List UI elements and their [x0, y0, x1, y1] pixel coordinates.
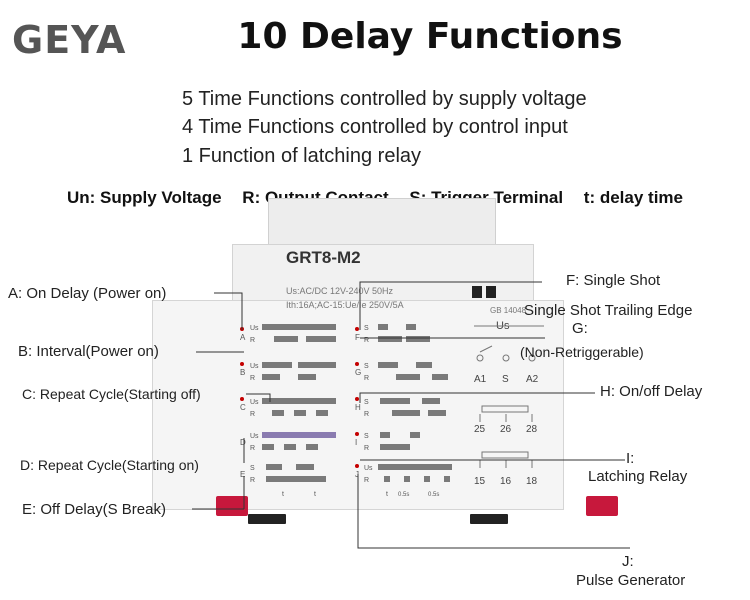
row-e-r: R [250, 477, 255, 484]
terminal-25: 25 [474, 424, 486, 435]
device-standard: GB 14048 [490, 306, 527, 315]
terminal-26: 26 [500, 424, 512, 435]
row-e-t1: t [282, 491, 284, 498]
row-j-t: t [386, 491, 388, 498]
timing-row-c: Us R [250, 398, 336, 418]
terminal-a2: A2 [526, 374, 539, 385]
terminal-a1: A1 [474, 374, 487, 385]
device-model: GRT8-M2 [286, 248, 361, 267]
timing-row-f: S R [364, 324, 430, 344]
subtitle-1: 5 Time Functions controlled by supply vo… [182, 88, 587, 110]
callout-j-letter: J: [622, 553, 634, 570]
marker-dot-h [355, 397, 359, 401]
callout-c: C: Repeat Cycle(Starting off) [22, 386, 201, 402]
row-d-r: R [250, 445, 255, 452]
timing-row-a: Us R [250, 324, 336, 344]
row-f-r: R [364, 337, 369, 344]
row-c-r: R [250, 411, 255, 418]
row-e-t2: t [314, 491, 316, 498]
callout-d: D: Repeat Cycle(Starting on) [20, 457, 199, 473]
callout-g-title: Single Shot Trailing Edge [524, 302, 693, 319]
row-e-s: S [250, 465, 255, 472]
timing-row-b: Us R [250, 362, 336, 382]
timing-row-i: S R [364, 432, 420, 452]
row-c-us: Us [250, 399, 259, 406]
terminal-18: 18 [526, 476, 538, 487]
row-j-pulse1: 0.5s [398, 492, 409, 498]
callout-f: F: Single Shot [566, 272, 661, 289]
marker-dot-f [355, 327, 359, 331]
row-j-us: Us [364, 465, 373, 472]
timing-diagrams: Us R Us R Us R Us R S R t t [250, 324, 452, 498]
base-slot-left [248, 514, 286, 524]
row-j-r: R [364, 477, 369, 484]
wiring-diagram [474, 325, 544, 468]
legend-t: t: delay time [583, 188, 683, 207]
timing-row-e: S R t t [250, 464, 326, 498]
marker-dot-j [355, 464, 359, 468]
timing-row-d: Us R [250, 432, 336, 452]
marker-g: G [355, 368, 362, 377]
row-h-s: S [364, 399, 369, 406]
subtitle-3: 1 Function of latching relay [182, 145, 422, 167]
geya-logo: GEYA [12, 18, 127, 62]
timing-row-g: S R [364, 362, 448, 382]
row-g-r: R [364, 375, 369, 382]
device-indicator-right [486, 286, 496, 298]
subtitle-2: 4 Time Functions controlled by control i… [182, 116, 568, 138]
terminal-16: 16 [500, 476, 512, 487]
callout-j-label: Pulse Generator [576, 572, 686, 589]
device-indicator-left [472, 286, 482, 298]
callout-e: E: Off Delay(S Break) [22, 501, 166, 518]
callout-i-letter: I: [626, 450, 635, 467]
marker-dot-c [240, 397, 244, 401]
din-clip-right [586, 496, 618, 516]
row-b-us: Us [250, 363, 259, 370]
terminal-28: 28 [526, 424, 538, 435]
device-upper-body [232, 244, 534, 305]
marker-h: H [355, 403, 361, 412]
row-d-us: Us [250, 433, 259, 440]
callout-g-note: (Non-Retriggerable) [520, 344, 644, 360]
row-f-s: S [364, 325, 369, 332]
marker-d: D [240, 438, 246, 447]
callout-h: H: On/off Delay [600, 383, 703, 400]
callout-a: A: On Delay (Power on) [8, 285, 167, 302]
marker-c: C [240, 403, 246, 412]
row-h-r: R [364, 411, 369, 418]
callout-b: B: Interval(Power on) [18, 343, 159, 360]
row-b-r: R [250, 375, 255, 382]
terminal-s: S [502, 374, 509, 385]
din-clip-left [216, 496, 248, 516]
base-slot-right [470, 514, 508, 524]
marker-i: I [355, 438, 358, 447]
terminal-15: 15 [474, 476, 486, 487]
legend-un: Un: Supply Voltage [66, 188, 222, 207]
marker-b: B [240, 368, 246, 377]
device-spec-voltage: Us:AC/DC 12V-240V 50Hz [286, 286, 394, 296]
marker-a: A [240, 333, 246, 342]
timing-row-j: Us R t 0.5s 0.5s [364, 464, 452, 498]
marker-f: F [355, 333, 360, 342]
row-a-r: R [250, 337, 255, 344]
row-i-s: S [364, 433, 369, 440]
page-title: 10 Delay Functions [237, 16, 623, 57]
row-g-s: S [364, 363, 369, 370]
callout-i-label: Latching Relay [588, 468, 688, 485]
marker-dot-b [240, 362, 244, 366]
row-i-r: R [364, 445, 369, 452]
device-top-cap [268, 198, 496, 249]
marker-j: J [355, 470, 359, 479]
timing-row-h: S R [364, 398, 446, 418]
marker-dot-g [355, 362, 359, 366]
row-j-pulse2: 0.5s [428, 492, 439, 498]
marker-dot-i [355, 432, 359, 436]
marker-e: E [240, 470, 246, 479]
device-spec-current: Ith:16A;AC-15:Ue/Ie 250V/5A [286, 300, 404, 310]
row-a-us: Us [250, 325, 259, 332]
callout-g-letter: G: [572, 320, 588, 337]
